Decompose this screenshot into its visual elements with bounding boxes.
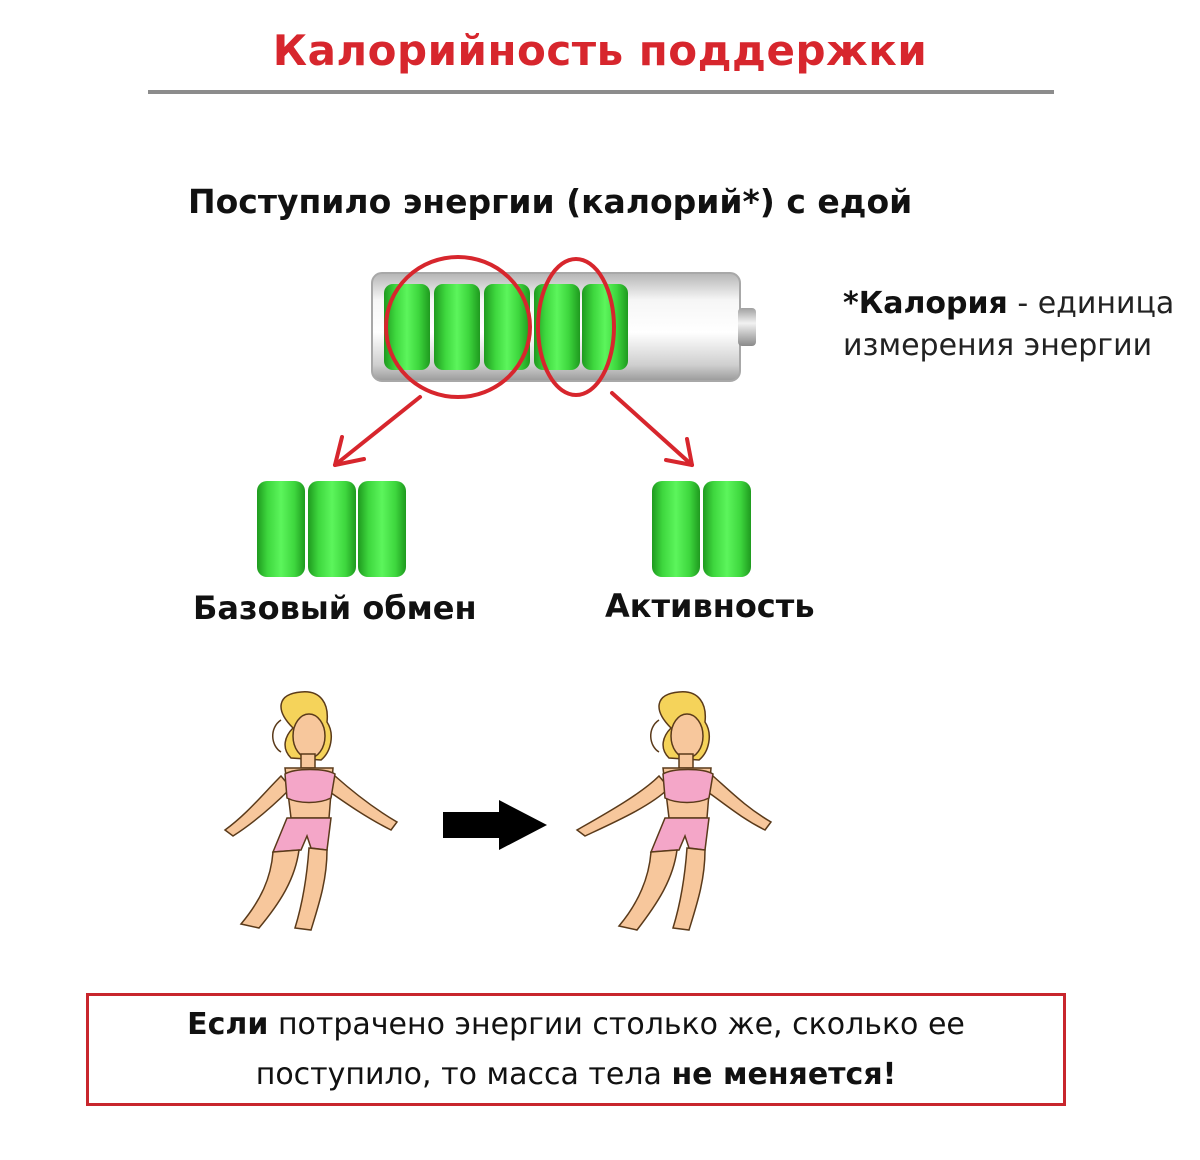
battery-icon <box>370 270 770 388</box>
energy-cell <box>358 481 406 577</box>
arrow-right-head <box>664 437 694 467</box>
conclusion-line2: поступило, то масса тела не меняется! <box>89 1050 1063 1100</box>
basal-cells <box>257 481 407 577</box>
red-annotations <box>300 245 730 485</box>
footnote-line1: - единица <box>1007 286 1175 321</box>
arrow-left-line <box>333 395 422 467</box>
caption-activity: Активность <box>605 587 815 625</box>
circle-basal <box>384 255 532 399</box>
conclusion-text2: поступило, то масса тела <box>255 1057 672 1092</box>
energy-cell <box>308 481 356 577</box>
arrow-left-head <box>333 435 366 467</box>
conclusion-bold-if: Если <box>187 1007 269 1042</box>
page-title: Калорийность поддержки <box>272 26 928 75</box>
footnote: *Калория - единица измерения энергии <box>843 283 1174 367</box>
conclusion-box: Если потрачено энергии столько же, сколь… <box>86 993 1066 1106</box>
conclusion-text1: потрачено энергии столько же, сколько ее <box>268 1007 965 1042</box>
conclusion-line1: Если потрачено энергии столько же, сколь… <box>89 1000 1063 1050</box>
circle-activity <box>536 257 616 397</box>
energy-cell <box>703 481 751 577</box>
activity-cells <box>652 481 751 577</box>
caption-basal: Базовый обмен <box>193 589 477 627</box>
woman-figure-icon <box>575 690 775 932</box>
energy-cell <box>257 481 305 577</box>
energy-cell <box>652 481 700 577</box>
subtitle: Поступило энергии (калорий*) с едой <box>188 182 913 221</box>
arrow-right-line <box>610 391 694 467</box>
title-divider <box>148 90 1054 94</box>
right-arrow-icon <box>443 800 548 850</box>
woman-figure-icon <box>215 690 405 932</box>
footnote-term: *Калория <box>843 286 1008 321</box>
footnote-line2: измерения энергии <box>843 328 1153 363</box>
conclusion-bold-result: не меняется! <box>671 1057 897 1092</box>
